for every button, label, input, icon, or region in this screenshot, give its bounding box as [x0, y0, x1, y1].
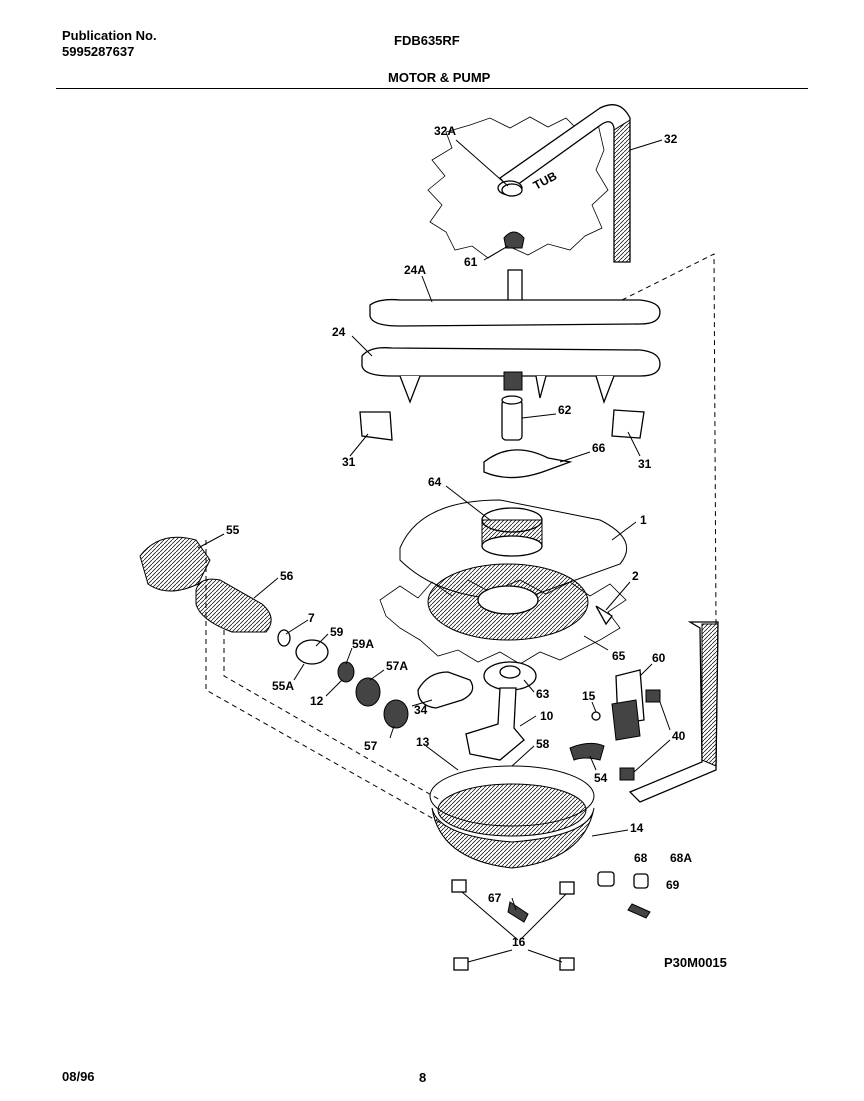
section-title: MOTOR & PUMP: [388, 70, 491, 85]
leader-lines: [197, 139, 671, 963]
part-label-34: 34: [414, 703, 428, 717]
impeller-57a: [355, 677, 381, 707]
part-label-55a: 55A: [272, 679, 294, 693]
part-label-16: 16: [512, 935, 526, 949]
seal-59a: [337, 661, 355, 683]
footer-date: 08/96: [62, 1069, 95, 1084]
part-label-2: 2: [632, 569, 639, 583]
part-label-57: 57: [364, 739, 378, 753]
header-rule: [56, 88, 808, 89]
wash-arm-24a: [369, 298, 661, 327]
page-number: 8: [419, 1070, 427, 1085]
grommet-32a: [501, 183, 523, 197]
clip-67: [507, 901, 529, 923]
pump-housing-10: [465, 687, 525, 761]
impeller-57: [383, 699, 409, 729]
publication-label: Publication No.: [62, 28, 157, 43]
seal-59: [295, 639, 329, 665]
part-label-24: 24: [332, 325, 346, 339]
assembly-guide-right: [621, 253, 717, 625]
part-label-59: 59: [330, 625, 344, 639]
part-label-69: 69: [666, 878, 680, 892]
assembly-guide-left-inner: [223, 630, 441, 801]
part-label-31-left: 31: [342, 455, 356, 469]
ring-63-inner: [499, 665, 521, 679]
gasket-34: [417, 671, 474, 709]
screw-2: [595, 605, 613, 626]
cap-68a: [633, 873, 649, 889]
part-label-64: 64: [428, 475, 442, 489]
part-label-59a: 59A: [352, 637, 374, 651]
sump-center: [477, 585, 539, 615]
part-label-1: 1: [640, 513, 647, 527]
clip-40a: [645, 689, 661, 703]
clip-69: [627, 903, 651, 919]
supply-tube-hatch: [613, 119, 631, 263]
foot-16a: [451, 879, 467, 893]
part-label-10: 10: [540, 709, 554, 723]
part-label-14: 14: [630, 821, 644, 835]
spring-coupling: [503, 371, 523, 391]
wash-arm-leg-right: [595, 375, 615, 404]
assembly-guide-left-outer: [205, 540, 447, 827]
base-14-floor: [437, 783, 587, 837]
part-label-63: 63: [536, 687, 550, 701]
part-label-58: 58: [536, 737, 550, 751]
tub-cutaway-outline: [427, 116, 609, 259]
part-label-55: 55: [226, 523, 240, 537]
foot-16c: [453, 957, 469, 971]
impeller-64-bottom: [481, 535, 543, 557]
water-valve: [611, 699, 641, 741]
hose-54: [569, 742, 605, 761]
filter-66: [483, 449, 573, 479]
foot-16b: [559, 881, 575, 895]
part-label-54: 54: [594, 771, 608, 785]
foot-16d: [559, 957, 575, 971]
part-label-24a: 24A: [404, 263, 426, 277]
part-label-56: 56: [280, 569, 294, 583]
figure-code: P30M0015: [664, 955, 727, 970]
part-label-32: 32: [664, 132, 678, 146]
motor-end-55: [139, 536, 211, 592]
cap-61: [503, 231, 525, 249]
part-label-62: 62: [558, 403, 572, 417]
part-label-13: 13: [416, 735, 430, 749]
wash-arm-leg-center: [535, 375, 547, 399]
part-label-7: 7: [308, 611, 315, 625]
screw-15: [591, 711, 601, 721]
part-label-31-right: 31: [638, 457, 652, 471]
publication-number: 5995287637: [62, 44, 135, 59]
part-label-57a: 57A: [386, 659, 408, 673]
seal-7: [277, 629, 291, 647]
bracket-31-right: [611, 409, 645, 439]
part-label-40: 40: [672, 729, 686, 743]
part-label-60: 60: [652, 651, 666, 665]
tube-62-top: [501, 395, 523, 405]
part-label-68a: 68A: [670, 851, 692, 865]
part-label-66: 66: [592, 441, 606, 455]
tube-62: [501, 399, 523, 441]
wash-arm-leg-left: [399, 375, 421, 404]
clip-40b: [619, 767, 635, 781]
part-label-15: 15: [582, 689, 596, 703]
part-label-68: 68: [634, 851, 648, 865]
part-label-32a: 32A: [434, 124, 456, 138]
part-label-67: 67: [488, 891, 502, 905]
wash-arm-24: [361, 347, 661, 377]
cap-68: [597, 871, 615, 887]
motor-56: [195, 578, 272, 633]
part-label-12: 12: [310, 694, 324, 708]
model-number: FDB635RF: [394, 33, 460, 48]
bracket-31-left: [359, 411, 393, 441]
part-label-61: 61: [464, 255, 478, 269]
fill-tube-hatch: [701, 623, 719, 767]
part-label-65: 65: [612, 649, 626, 663]
base-14: [431, 807, 595, 869]
